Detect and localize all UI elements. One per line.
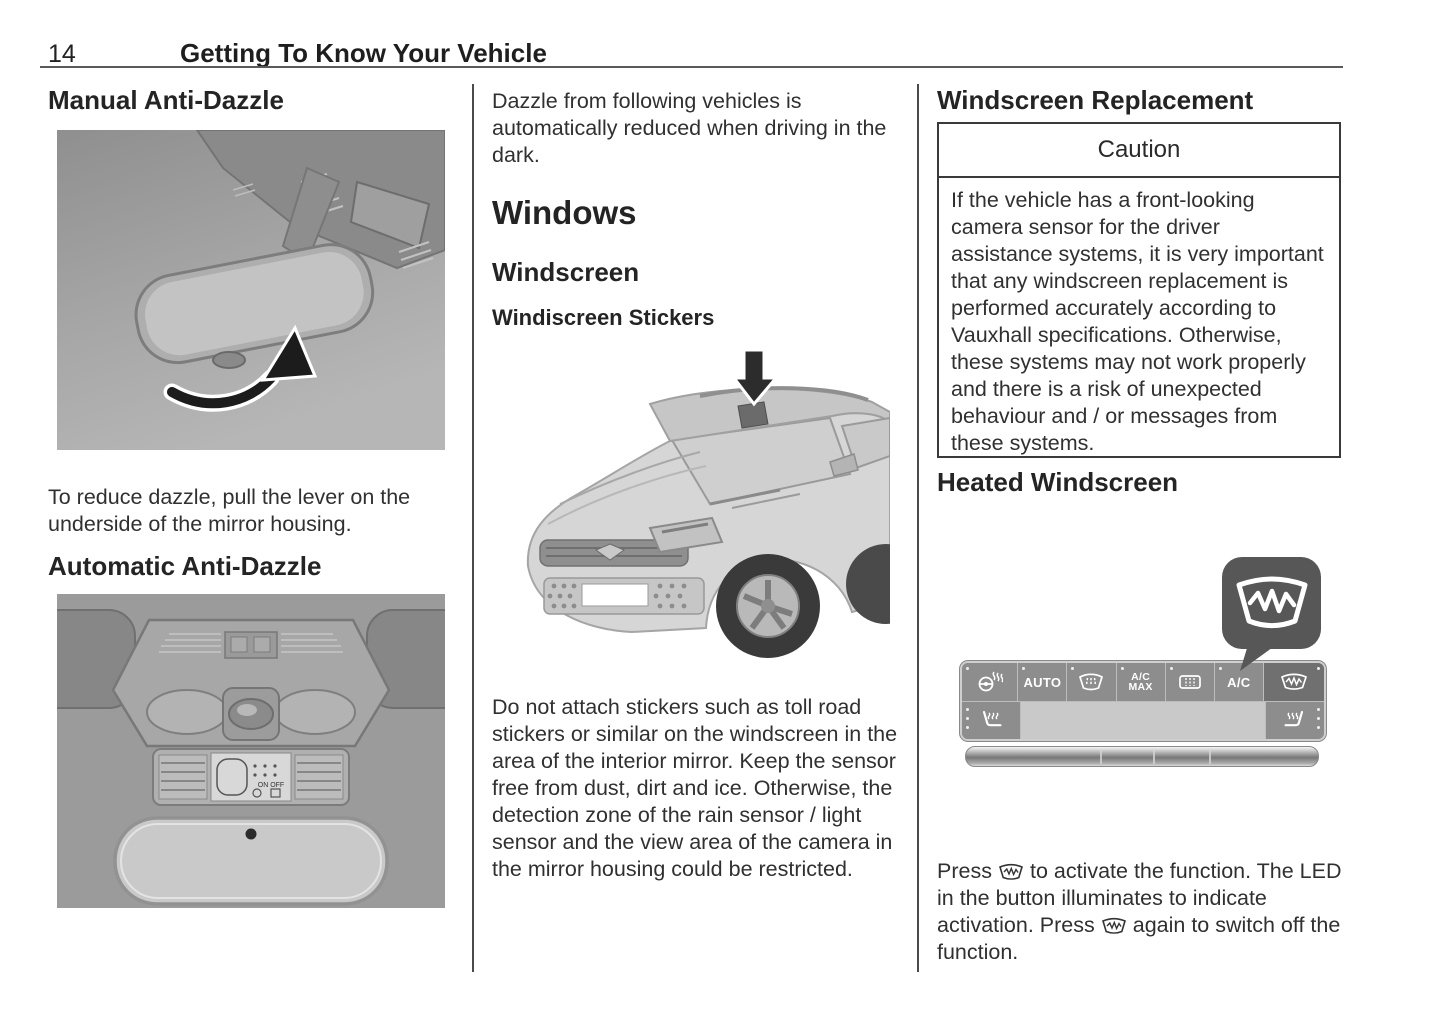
windscreen-replacement-heading: Windscreen Replacement	[937, 85, 1254, 115]
heated-windscreen-icon	[1236, 576, 1307, 628]
callout-tail	[1240, 645, 1276, 671]
header-rule	[40, 66, 1343, 68]
heated-windscreen-inline-icon	[998, 863, 1023, 880]
door-mirror	[829, 453, 859, 477]
led-column	[1317, 708, 1320, 729]
ac-max-button: A/C MAX	[1116, 663, 1166, 701]
rearview-mirror	[134, 243, 375, 365]
manual-antidazzle-text: To reduce dazzle, pull the lever on the …	[48, 485, 411, 536]
front-wheel	[716, 554, 820, 658]
interior-mirror-illustration	[57, 130, 445, 450]
led-dot	[1218, 667, 1222, 670]
climate-bottom-row	[962, 702, 1324, 739]
heated-seat-left-icon	[982, 710, 1002, 726]
ac-button: A/C	[1214, 663, 1264, 701]
headliner-stitch	[232, 183, 256, 197]
grille-honeycomb	[547, 583, 687, 609]
vent-right	[294, 754, 344, 800]
automatic-antidazzle-heading: Automatic Anti-Dazzle	[48, 551, 322, 581]
activation-paragraph: Press to activate the function. The LED …	[937, 858, 1349, 966]
headlight	[648, 516, 724, 554]
windscreen-demist-icon	[1079, 673, 1104, 691]
auto-button: AUTO	[1018, 663, 1068, 701]
windscreen-heading: Windscreen	[492, 257, 640, 287]
vent-left	[158, 754, 208, 800]
windows-heading: Windows	[492, 194, 637, 231]
windscreen-stickers-heading: Windiscreen Stickers	[492, 305, 715, 330]
heated-seat-left-button	[962, 702, 1020, 739]
climate-control-panel: AUTO A/C MAX	[960, 661, 1326, 741]
airbag-label: ON OFF	[210, 752, 292, 802]
column-divider-left	[472, 84, 474, 972]
led-dot	[966, 667, 969, 670]
roof-rail	[699, 386, 869, 402]
windscreen-stickers-image	[500, 344, 890, 660]
page-number: 14	[48, 40, 76, 68]
activation-text-3: again to switch off the function.	[937, 913, 1341, 964]
mirror-lever	[212, 351, 246, 369]
auto-mirror-illustration: ON OFF	[57, 594, 445, 908]
led-dot	[1317, 667, 1321, 670]
caution-title: Caution	[939, 124, 1339, 178]
activation-text-2: to activate the function. The LED in the…	[937, 859, 1342, 937]
heated-steering-wheel-button	[962, 663, 1019, 701]
ac-max-label: A/C MAX	[1128, 670, 1153, 693]
caution-text: If the vehicle has a front-looking camer…	[951, 188, 1324, 455]
heated-windscreen-inline-icon	[1101, 917, 1126, 934]
column-divider-right	[917, 84, 919, 972]
manual-antidazzle-heading: Manual Anti-Dazzle	[48, 85, 284, 115]
climate-button-row: AUTO A/C MAX	[962, 663, 1324, 702]
antidazzle-intro-text: Dazzle from following vehicles is automa…	[492, 89, 887, 167]
heated-steering-wheel-icon	[978, 671, 1003, 692]
chapter-title: Getting To Know Your Vehicle	[180, 38, 547, 68]
heated-windscreen-callout	[1222, 557, 1321, 649]
suv-front-illustration	[500, 344, 890, 660]
led-dot	[1071, 667, 1075, 670]
mirror-sensor-housing	[737, 401, 769, 429]
heated-seat-right-button	[1266, 702, 1324, 739]
manual-antidazzle-image	[57, 130, 445, 450]
reading-lamp-right	[274, 689, 356, 735]
frameless-mirror	[113, 816, 389, 906]
heated-windscreen-button-icon	[1280, 673, 1307, 690]
pointer-arrow	[730, 348, 780, 407]
heated-windscreen-heading: Heated Windscreen	[937, 467, 1179, 497]
heated-windscreen-button	[1263, 663, 1324, 701]
led-column	[966, 708, 969, 729]
reading-lamp-left	[146, 689, 228, 735]
climate-display	[1020, 702, 1266, 739]
console-display	[349, 180, 431, 250]
light-sensor-dot	[245, 828, 257, 840]
activation-text-1: Press	[937, 859, 992, 883]
heated-seat-right-icon	[1284, 710, 1304, 726]
rear-demist-button	[1165, 663, 1215, 701]
led-dot	[1169, 667, 1173, 670]
airbag-onoff-text: ON OFF	[258, 782, 284, 789]
rear-demist-icon	[1178, 675, 1201, 689]
ac-label: A/C	[1227, 674, 1251, 690]
lever-arrow	[163, 324, 318, 412]
rear-wheel	[846, 544, 890, 624]
auto-label: AUTO	[1023, 674, 1062, 690]
windscreen-demist-button	[1067, 663, 1117, 701]
panel-trim-bar	[965, 746, 1319, 767]
license-plate	[581, 583, 649, 607]
automatic-antidazzle-image: ON OFF	[57, 594, 445, 908]
led-dot	[1022, 667, 1026, 670]
console-speaker-grille	[159, 633, 343, 653]
heated-windscreen-figure: AUTO A/C MAX	[960, 553, 1326, 768]
console-vent-right	[398, 241, 434, 269]
caution-box: Caution If the vehicle has a front-looki…	[937, 122, 1341, 458]
brand-emblem	[594, 543, 626, 561]
windscreen-stickers-text: Do not attach stickers such as toll road…	[492, 695, 898, 881]
led-dot	[1120, 667, 1124, 670]
